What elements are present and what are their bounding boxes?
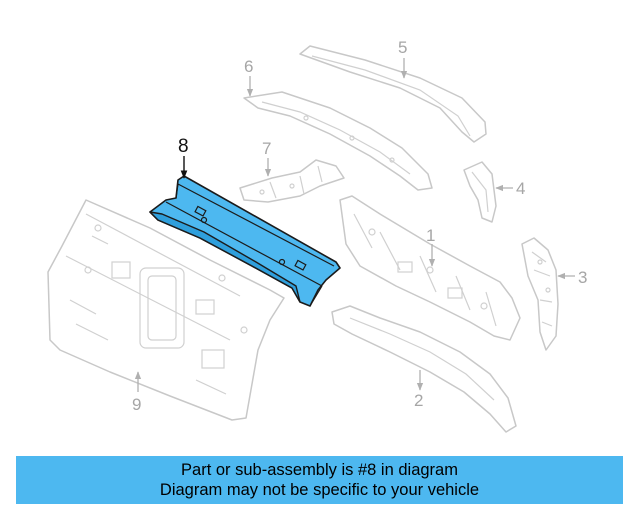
part-8-crossmember: [149, 175, 341, 307]
part-6-rail: [243, 91, 433, 191]
part-9-back-panel: [47, 199, 285, 421]
callout-5: 5: [398, 38, 407, 57]
part-5-upper-rail: [299, 45, 487, 143]
callout-9: 9: [132, 395, 141, 414]
callout-4: 4: [516, 179, 525, 198]
part-1-panel: [339, 195, 521, 341]
info-banner: Part or sub-assembly is #8 in diagram Di…: [16, 456, 623, 504]
callout-1: 1: [426, 226, 435, 245]
parts-diagram: 5 6 7 4 3 1: [47, 38, 587, 433]
banner-line-1: Part or sub-assembly is #8 in diagram: [181, 461, 458, 479]
part-3-reinforcement: [521, 237, 559, 351]
banner-line-2: Diagram may not be specific to your vehi…: [159, 481, 480, 499]
callout-7: 7: [262, 139, 271, 158]
callout-3: 3: [578, 268, 587, 287]
part-7-bracket: [239, 159, 345, 203]
callout-6: 6: [244, 57, 253, 76]
part-4-bracket: [463, 161, 497, 223]
callout-8: 8: [178, 136, 189, 157]
callout-2: 2: [414, 391, 423, 410]
part-2-lower-rail: [331, 305, 517, 433]
